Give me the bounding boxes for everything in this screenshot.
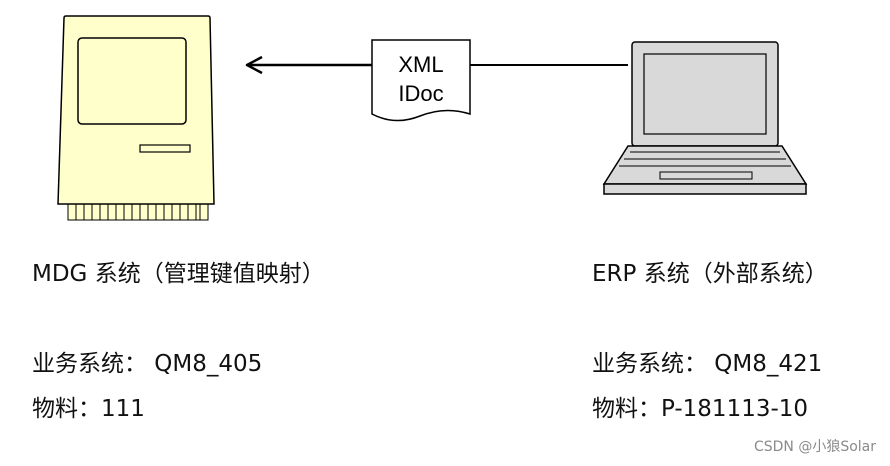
laptop-icon: [602, 41, 808, 195]
system-diagram: XML IDoc: [57, 15, 808, 221]
right-system-title: ERP 系统（外部系统）: [592, 261, 828, 287]
watermark: CSDN @小狼Solar: [753, 439, 876, 455]
left-business-system: 业务系统： QM8_405: [32, 351, 263, 377]
document-icon: XML IDoc: [371, 39, 471, 122]
left-material: 物料：111: [32, 396, 145, 422]
desktop-computer-icon: [57, 15, 215, 221]
data-flow-arrow: [245, 55, 372, 75]
document-label-line-2: IDoc: [398, 81, 443, 106]
document-label-line-1: XML: [398, 52, 443, 77]
right-material: 物料：P-181113-10: [592, 396, 809, 422]
right-business-system: 业务系统： QM8_421: [592, 351, 823, 377]
left-system-title: MDG 系统（管理键值映射）: [32, 261, 325, 287]
